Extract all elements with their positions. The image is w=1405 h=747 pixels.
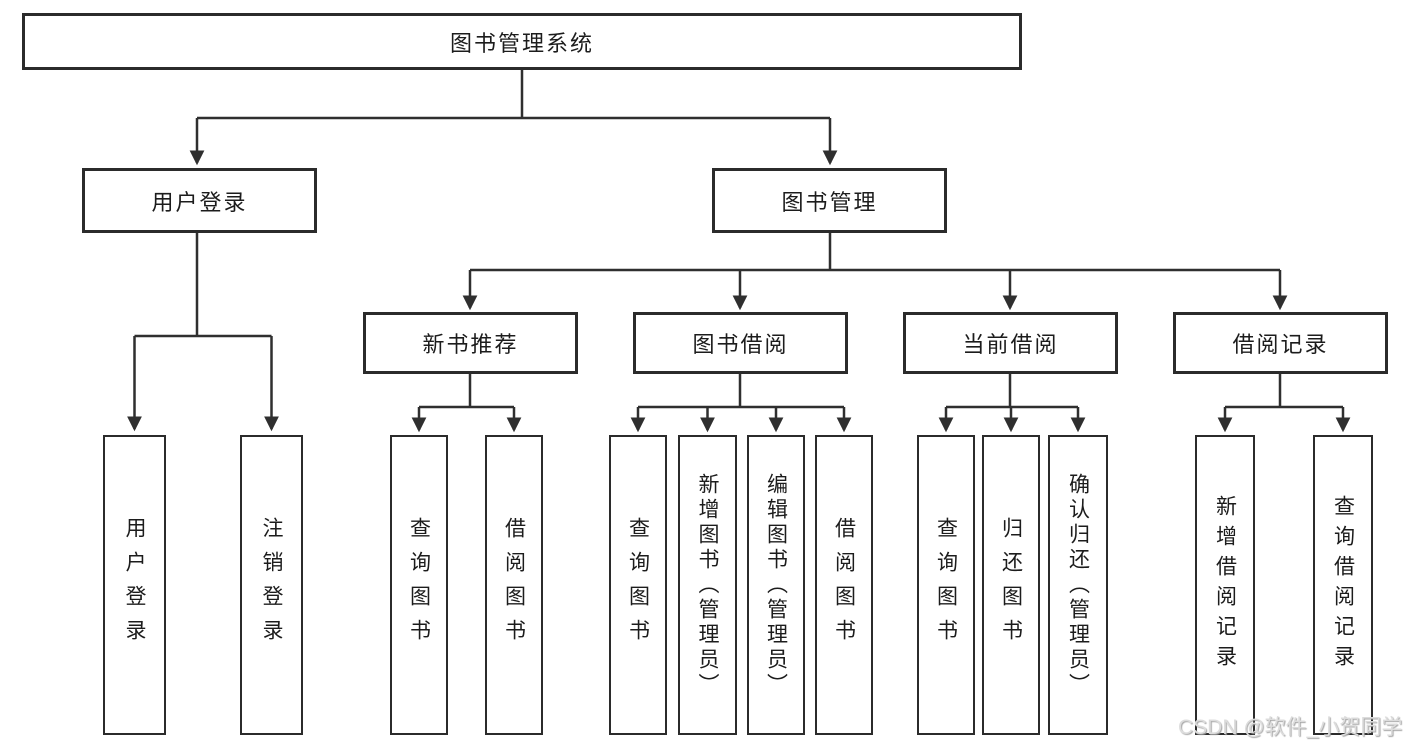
leaf-logout-label: 注销登录 [260, 517, 283, 653]
node-borrow-records: 借阅记录 [1173, 312, 1388, 374]
leaf-edit-books-admin-label: 编辑图书（管理员） [764, 472, 788, 698]
connector-bookborrow-trunk [638, 374, 844, 409]
leaf-query-books-current: 查询图书 [917, 435, 975, 735]
leaf-query-borrow-record: 查询借阅记录 [1313, 435, 1373, 735]
node-root-label: 图书管理系统 [449, 30, 594, 56]
node-book-management-label: 图书管理 [781, 189, 878, 215]
leaf-borrow-books-label: 借阅图书 [832, 517, 856, 653]
connector-currentborrow-trunk [946, 374, 1078, 409]
node-root: 图书管理系统 [22, 13, 1022, 70]
node-book-borrow-label: 图书借阅 [692, 332, 789, 357]
watermark: CSDN @软件_小贺同学 [1178, 716, 1403, 739]
leaf-add-books-admin-label: 新增图书（管理员） [696, 472, 719, 698]
connector-bookmgmt-trunk [470, 233, 1280, 272]
leaf-logout: 注销登录 [240, 435, 303, 735]
leaf-borrow-books: 借阅图书 [815, 435, 873, 735]
connector-userlogin-trunk [134, 233, 272, 338]
leaf-query-books-borrow: 查询图书 [609, 435, 667, 735]
node-user-login-label: 用户登录 [151, 189, 248, 215]
leaf-return-books-label: 归还图书 [999, 517, 1023, 653]
leaf-query-books-recommend-label: 查询图书 [407, 517, 431, 653]
leaf-return-books: 归还图书 [982, 435, 1040, 735]
leaf-add-borrow-record-label: 新增借阅记录 [1213, 495, 1237, 675]
node-current-borrow-label: 当前借阅 [962, 332, 1059, 357]
leaf-add-books-admin: 新增图书（管理员） [678, 435, 737, 735]
node-current-borrow: 当前借阅 [903, 312, 1118, 374]
leaf-user-login: 用户登录 [103, 435, 166, 735]
node-book-borrow: 图书借阅 [633, 312, 848, 374]
connector-root-trunk [197, 70, 830, 120]
leaf-borrow-books-recommend: 借阅图书 [485, 435, 543, 735]
node-user-login: 用户登录 [82, 168, 317, 233]
leaf-query-books-current-label: 查询图书 [934, 517, 958, 653]
leaf-confirm-return-admin-label: 确认归还（管理员） [1066, 472, 1090, 698]
node-new-book-recommend-label: 新书推荐 [422, 332, 519, 357]
connector-records-trunk [1225, 374, 1343, 409]
leaf-edit-books-admin: 编辑图书（管理员） [747, 435, 805, 735]
leaf-query-books-borrow-label: 查询图书 [626, 517, 650, 653]
node-new-book-recommend: 新书推荐 [363, 312, 578, 374]
leaf-user-login-label: 用户登录 [123, 517, 146, 653]
node-borrow-records-label: 借阅记录 [1232, 332, 1329, 357]
leaf-add-borrow-record: 新增借阅记录 [1195, 435, 1255, 735]
node-book-management: 图书管理 [712, 168, 947, 233]
leaf-query-borrow-record-label: 查询借阅记录 [1331, 495, 1355, 675]
connector-newbook-trunk [419, 374, 514, 409]
leaf-query-books-recommend: 查询图书 [390, 435, 448, 735]
leaf-confirm-return-admin: 确认归还（管理员） [1048, 435, 1108, 735]
leaf-borrow-books-recommend-label: 借阅图书 [502, 517, 526, 653]
